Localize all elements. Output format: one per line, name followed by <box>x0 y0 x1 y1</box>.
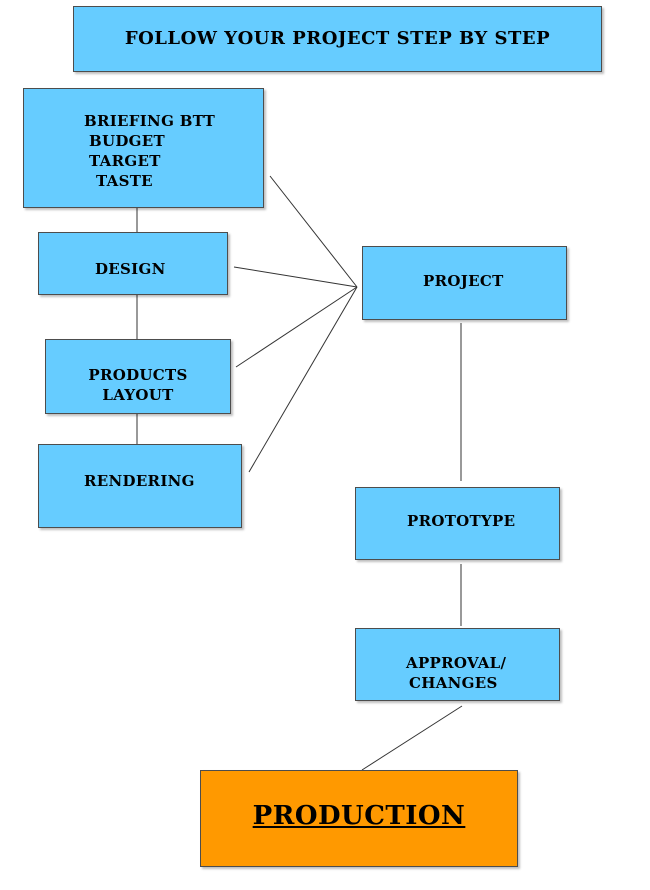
connector-design-project <box>233 266 358 288</box>
approval-line-1: APPROVAL/ <box>406 654 507 672</box>
step-prototype-label: PROTOTYPE <box>407 512 516 530</box>
briefing-line-1: BRIEFING BTT <box>84 112 216 130</box>
approval-line-2: CHANGES <box>409 674 498 692</box>
step-project: PROJECT <box>362 246 567 320</box>
step-design-label: DESIGN <box>95 260 166 278</box>
connector-layout-project <box>235 286 358 368</box>
step-prototype: PROTOTYPE <box>355 487 560 560</box>
briefing-line-4: TASTE <box>96 172 153 190</box>
products-layout-line-1: PRODUCTS <box>88 366 188 384</box>
briefing-line-3: TARGET <box>89 152 161 170</box>
step-approval-changes-label: APPROVAL/ CHANGES <box>406 653 506 693</box>
connector-rendering-project <box>248 286 358 473</box>
step-briefing-label: BRIEFING BTT BUDGET TARGET TASTE <box>84 111 215 191</box>
step-products-layout-label: PRODUCTS LAYOUT <box>46 365 230 405</box>
products-layout-line-2: LAYOUT <box>102 386 174 404</box>
step-products-layout: PRODUCTS LAYOUT <box>45 339 231 414</box>
step-production-label: PRODUCTION <box>252 801 466 831</box>
connector-approval-production <box>361 705 463 771</box>
step-approval-changes: APPROVAL/ CHANGES <box>355 628 560 701</box>
briefing-line-2: BUDGET <box>89 132 165 150</box>
step-rendering-label: RENDERING <box>84 472 195 490</box>
step-design: DESIGN <box>38 232 228 295</box>
diagram-title: FOLLOW YOUR PROJECT STEP BY STEP <box>124 28 551 49</box>
connector-briefing-project <box>269 175 358 288</box>
step-project-label: PROJECT <box>423 272 504 290</box>
title-box: FOLLOW YOUR PROJECT STEP BY STEP <box>73 6 602 72</box>
step-briefing: BRIEFING BTT BUDGET TARGET TASTE <box>23 88 264 208</box>
step-rendering: RENDERING <box>38 444 242 528</box>
step-production: PRODUCTION <box>200 770 518 867</box>
